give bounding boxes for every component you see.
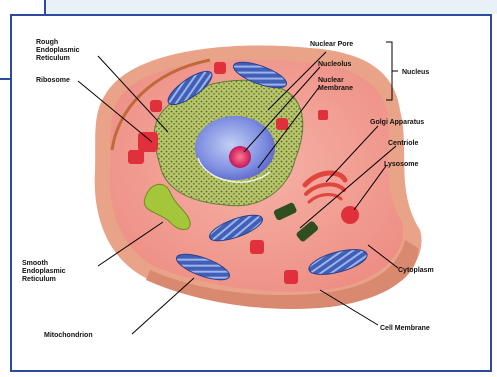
label-cell-membrane: Cell Membrane — [380, 325, 430, 332]
label-rough-er: Rough Endoplasmic Reticulum — [36, 39, 82, 62]
label-cytoplasm: Cytoplasm — [398, 267, 434, 274]
label-centriole: Centriole — [388, 140, 418, 147]
label-nucleus: Nucleus — [402, 69, 429, 76]
nucleolus — [229, 146, 251, 168]
label-mitochondrion: Mitochondrion — [44, 332, 93, 339]
label-nuclear-pore: Nuclear Pore — [310, 41, 353, 48]
label-golgi: Golgi Apparatus — [370, 119, 424, 126]
label-lysosome: Lysosome — [384, 161, 418, 168]
lysosome — [341, 206, 359, 224]
label-ribosome: Ribosome — [36, 77, 70, 84]
label-nucleolus: Nucleolus — [318, 61, 352, 68]
label-smooth-er: Smooth Endoplasmic Reticulum — [22, 260, 68, 283]
